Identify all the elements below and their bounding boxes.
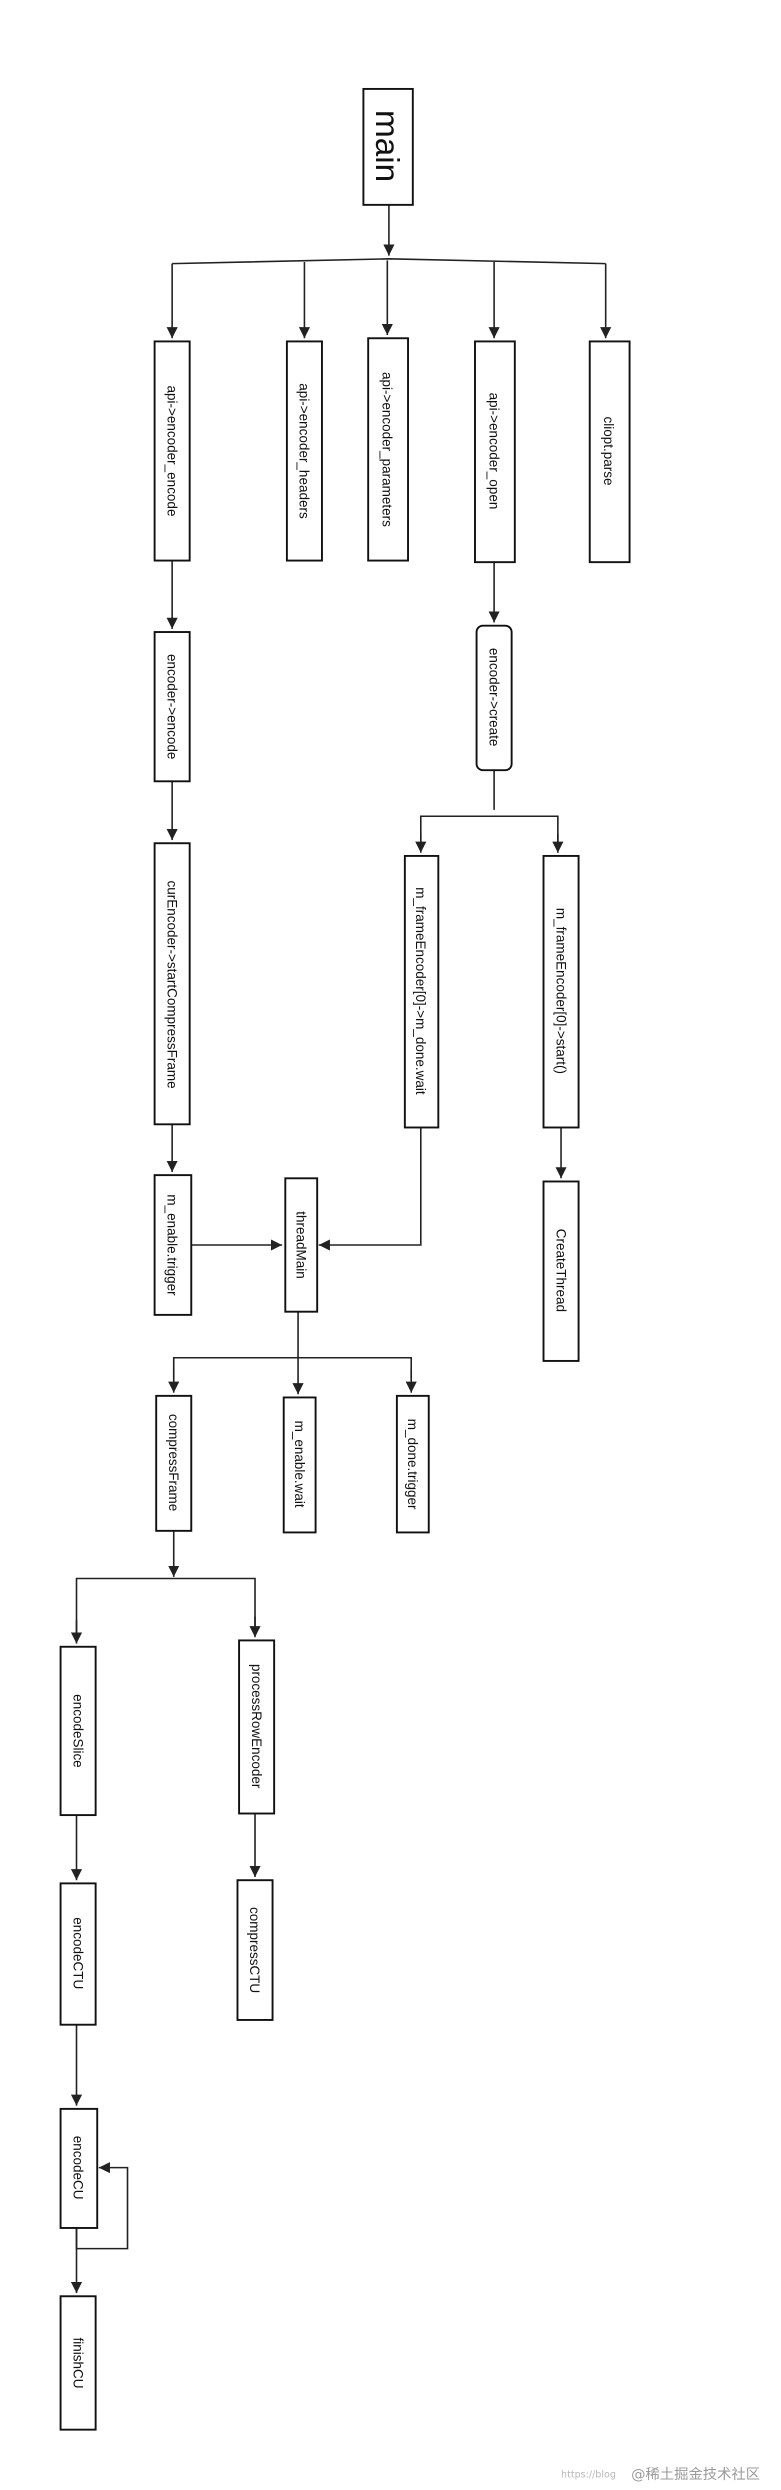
watermark-brand: @稀土掘金技术社区 (631, 2466, 760, 2483)
edges (70, 204, 612, 2294)
node-api-parameters-label: api->encoder_parameters (380, 372, 395, 527)
node-compress-ctu-label: compressCTU (247, 1907, 262, 1993)
node-api-parameters: api->encoder_parameters (367, 337, 409, 562)
node-api-encode: api->encoder_encode (153, 340, 191, 562)
node-compress-frame: compressFrame (155, 1394, 193, 1532)
node-encode-slice: encodeSlice (59, 1645, 97, 1817)
watermark: https://blog @稀土掘金技术社区 (561, 2466, 760, 2483)
node-done-wait-label: m_frameEncoder[0]->m_done.wait (413, 887, 428, 1095)
node-encoder-create-label: encoder->create (486, 648, 501, 747)
node-thread-main-label: threadMain (293, 1211, 308, 1279)
watermark-url: https://blog (561, 2469, 616, 2480)
node-api-headers-label: api->encoder_headers (297, 383, 312, 519)
node-done-trigger-label: m_done.trigger (405, 1419, 420, 1510)
node-done-wait: m_frameEncoder[0]->m_done.wait (403, 854, 440, 1129)
node-create-thread-label: CreateThread (553, 1229, 568, 1312)
node-done-trigger: m_done.trigger (395, 1394, 430, 1534)
node-encoder-encode-label: encoder->encode (164, 654, 179, 759)
edge-main-bus (172, 258, 606, 265)
node-encode-slice-label: encodeSlice (70, 1694, 85, 1768)
node-frame-start-label: m_frameEncoder[0]->start() (553, 908, 568, 1074)
node-enable-trigger-label: m_enable.trigger (164, 1194, 179, 1296)
node-thread-main: threadMain (284, 1177, 319, 1313)
node-cliopt-parse: cliopt.parse (588, 340, 631, 564)
node-api-open: api->encoder_open (474, 340, 516, 564)
node-enable-wait-label: m_enable.wait (292, 1421, 307, 1508)
node-create-thread: CreateThread (542, 1180, 580, 1362)
node-frame-start: m_frameEncoder[0]->start() (542, 854, 580, 1129)
edge-thread-bus (172, 1356, 413, 1379)
node-compress-ctu: compressCTU (236, 1879, 274, 2021)
node-encode-cu: encodeCU (59, 2107, 99, 2229)
node-encode-ctu: encodeCTU (59, 1882, 97, 2026)
node-encode-ctu-label: encodeCTU (70, 1917, 85, 1989)
node-finish-cu-label: finishCU (70, 2337, 85, 2388)
node-finish-cu: finishCU (59, 2295, 97, 2431)
edge-done-wait-to-thread-main (318, 1127, 422, 1251)
node-api-open-label: api->encoder_open (486, 393, 501, 510)
node-enable-wait: m_enable.wait (282, 1396, 317, 1534)
node-process-row-encoder: processRowEncoder (238, 1639, 276, 1815)
node-encode-cu-label: encodeCU (70, 2136, 85, 2200)
node-start-compress-frame: curEncoder->startCompressFrame (153, 842, 191, 1126)
node-process-row-encoder-label: processRowEncoder (249, 1664, 264, 1789)
node-encoder-create: encoder->create (475, 624, 513, 772)
node-api-headers: api->encoder_headers (285, 340, 323, 562)
node-main: main (362, 87, 414, 206)
edge-compress-bus (75, 1577, 256, 1643)
node-api-encode-label: api->encoder_encode (164, 386, 179, 517)
node-encoder-encode: encoder->encode (153, 631, 191, 783)
node-compress-frame-label: compressFrame (166, 1414, 181, 1511)
edge-create-bus (419, 815, 559, 848)
node-main-label: main (368, 110, 405, 182)
node-enable-trigger: m_enable.trigger (153, 1174, 193, 1316)
node-start-compress-frame-label: curEncoder->startCompressFrame (164, 881, 179, 1089)
node-cliopt-parse-label: cliopt.parse (601, 416, 616, 485)
